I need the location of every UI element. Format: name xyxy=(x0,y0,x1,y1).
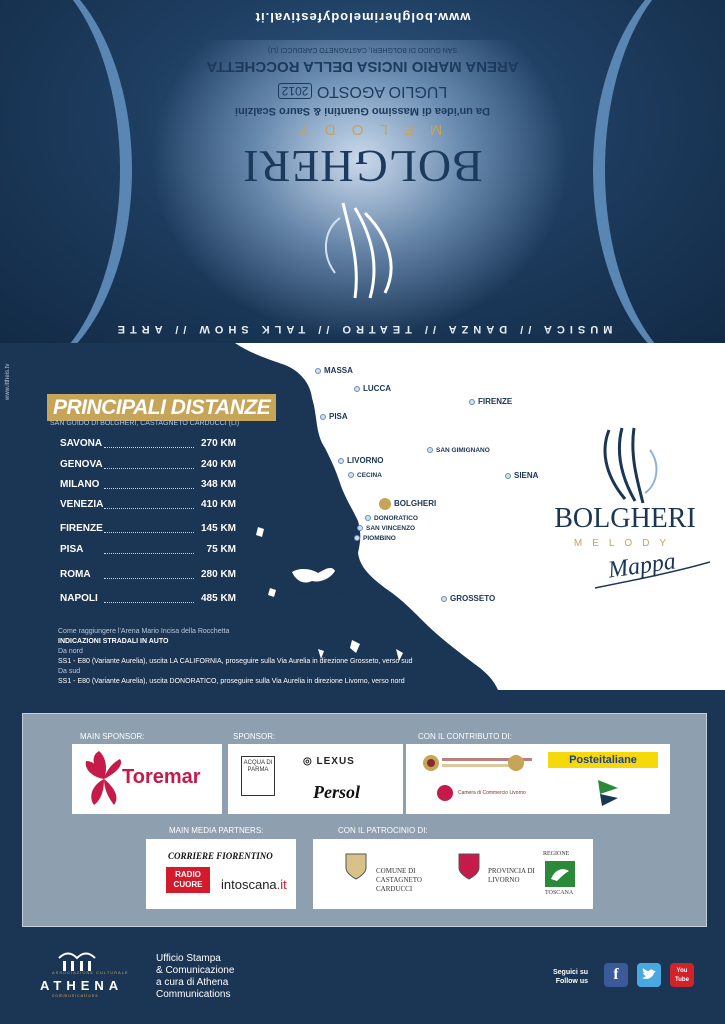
provincia-logo[interactable]: PROVINCIA DI LIVORNO xyxy=(488,867,535,884)
poster-header: MUSICA // DANZA // TEATRO // TALK SHOW /… xyxy=(0,0,725,343)
main-sponsor-label: MAIN SPONSOR: xyxy=(80,732,145,741)
persol-logo[interactable]: Persol xyxy=(313,782,360,802)
poster-address: SAN GUIDO DI BOLGHERI, CASTAGNETO CARDUC… xyxy=(267,46,458,53)
corriere-fiorentino-logo[interactable]: CORRIERE FIORENTINO xyxy=(168,851,273,861)
facebook-icon[interactable]: f xyxy=(604,963,628,987)
map-panel xyxy=(0,343,725,690)
poster-date: LUGLIO AGOSTO 2012 xyxy=(0,82,725,100)
press-office-info: Ufficio Stampa & Comunicazione a cura di… xyxy=(156,953,235,1000)
media-partners-box: CORRIERE FIORENTINO RADIO CUORE intoscan… xyxy=(146,839,296,909)
sponsor-label: SPONSOR: xyxy=(233,732,276,741)
comune-crest-icon xyxy=(345,853,367,880)
map-place: CECINA xyxy=(348,472,382,479)
route-directions: Come raggiungere l'Arena Mario Incisa de… xyxy=(58,628,413,685)
crest-icon xyxy=(508,755,524,771)
map-place-elba: ISOLA D'ELBA xyxy=(298,590,345,597)
map-place: DONORATICO xyxy=(365,515,418,522)
poster-arena: ARENA MARIO INCISA DELLA ROCCHETTA xyxy=(206,58,519,75)
intoscana-logo[interactable]: intoscana.it xyxy=(221,877,287,892)
map-place: GROSSETO xyxy=(441,594,495,603)
athena-subtitle: communications xyxy=(52,993,99,998)
comune-logo[interactable]: COMUNE DI CASTAGNETO CARDUCCI xyxy=(376,867,422,893)
sponsor-box: ACQUA DI PARMA ◎ LEXUS Persol xyxy=(228,744,403,814)
provincia-crest-icon xyxy=(458,853,480,880)
contributo-box: Camera di Commercio Livorno Posteitalian… xyxy=(406,744,670,814)
media-partners-label: MAIN MEDIA PARTNERS: xyxy=(169,826,264,835)
sponsors-panel: MAIN SPONSOR: SPONSOR: CON IL CONTRIBUTO… xyxy=(22,713,707,927)
twitter-icon[interactable] xyxy=(637,963,661,987)
map-place: PIOMBINO xyxy=(354,535,396,542)
poster-brand: BOLGHERI xyxy=(242,141,483,192)
distances-title: PRINCIPALI DISTANZE xyxy=(47,394,277,421)
map-place: SAN GIMIGNANO xyxy=(427,447,490,454)
patrocinio-label: CON IL PATROCINIO DI: xyxy=(338,826,428,835)
radio-cuore-logo[interactable]: RADIO CUORE xyxy=(166,867,210,893)
wine-glass-logo-icon xyxy=(324,202,393,299)
regione-toscana-icon[interactable] xyxy=(545,861,575,887)
sea-shape xyxy=(0,343,498,690)
map-logo-brand: BOLGHERI xyxy=(554,503,696,534)
site-credit: www.ittheis.tv xyxy=(5,363,11,400)
poster-url[interactable]: www.bolgherimelodyfestival.it xyxy=(254,10,471,25)
athena-tagline: ASSOCIAZIONE CULTURALE xyxy=(52,970,129,975)
bat-logo-icon xyxy=(598,780,618,806)
poster-melody: MELODY xyxy=(282,121,443,138)
map-place: MASSA xyxy=(315,366,353,375)
poster-year: 2012 xyxy=(277,83,313,100)
camera-commercio-logo[interactable]: Camera di Commercio Livorno xyxy=(458,790,526,796)
crest-icon xyxy=(423,755,439,771)
patrocinio-box: COMUNE DI CASTAGNETO CARDUCCI PROVINCIA … xyxy=(313,839,593,909)
flower-icon xyxy=(85,751,122,805)
youtube-icon[interactable]: You Tube xyxy=(670,963,694,987)
poste-italiane-logo[interactable]: Posteitaliane xyxy=(548,752,658,768)
acqua-di-parma-logo[interactable]: ACQUA DI PARMA xyxy=(241,756,275,796)
map-place: SIENA xyxy=(505,471,538,480)
camera-commercio-icon xyxy=(437,785,453,801)
swoosh-icon xyxy=(595,561,710,589)
map-place: FIRENZE xyxy=(469,397,512,406)
athena-logo: ATHENA xyxy=(40,978,124,993)
wine-glass-logo-icon xyxy=(603,427,658,504)
map-place: LUCCA xyxy=(354,384,391,393)
poster-tagline: MUSICA // DANZA // TEATRO // TALK SHOW /… xyxy=(112,323,613,335)
map-place-bolgheri: BOLGHERI xyxy=(379,498,436,510)
poster-idea: Da un'idea di Massimo Guantini & Sauro S… xyxy=(234,105,491,117)
map-place: SAN VINCENZO xyxy=(357,525,415,532)
contributo-label: CON IL CONTRIBUTO DI: xyxy=(418,732,512,741)
toremar-logo[interactable]: Toremar xyxy=(72,744,222,814)
map-place: PISA xyxy=(320,412,348,421)
athena-logo-icon xyxy=(58,952,96,971)
map-place: LIVORNO xyxy=(338,456,383,465)
lexus-logo[interactable]: ◎ LEXUS xyxy=(303,756,355,767)
follow-us-label: Seguici su Follow us xyxy=(552,969,588,985)
map-logo-melody: MELODY xyxy=(573,538,677,549)
distances-subtitle: SAN GUIDO DI BOLGHERI, CASTAGNETO CARDUC… xyxy=(50,420,240,427)
institution-logo-icon xyxy=(442,758,532,767)
